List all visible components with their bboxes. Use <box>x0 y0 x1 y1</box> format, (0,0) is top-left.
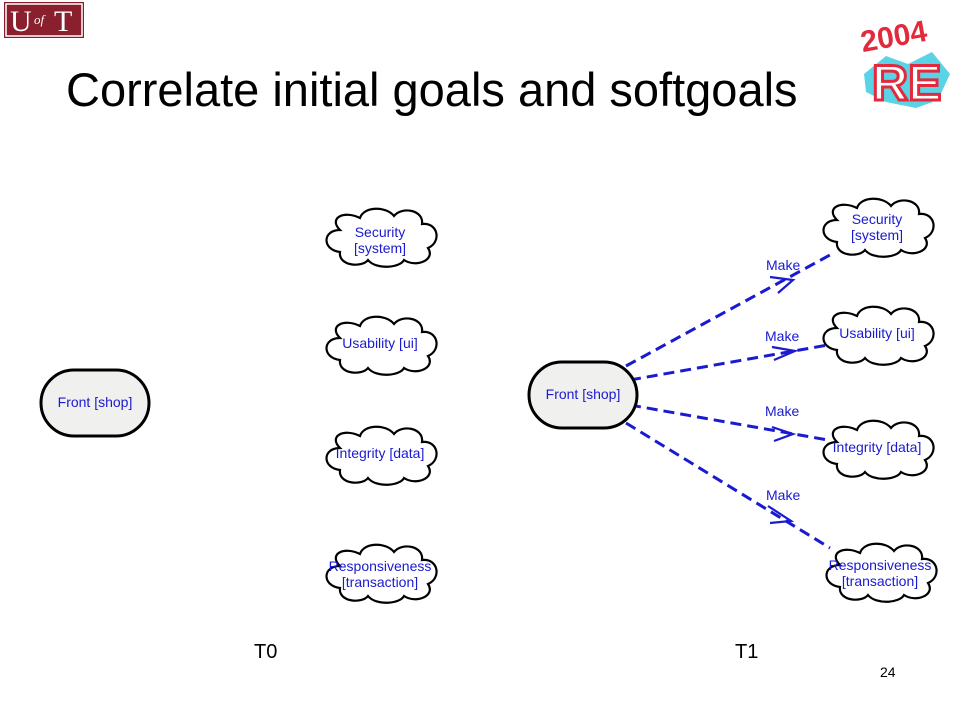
softgoal-sublabel: [transaction] <box>342 574 418 590</box>
softgoal-label: Security <box>852 211 903 227</box>
softgoal-security-t1: Security [system] <box>822 197 935 258</box>
arrowhead-icon <box>767 505 795 525</box>
contribution-label: Make <box>766 257 800 273</box>
panel-t1: Make Make Make Make Front [shop] Securit… <box>527 197 938 603</box>
softgoal-label: Integrity [data] <box>336 445 425 461</box>
contribution-link-responsiveness <box>625 421 831 550</box>
arrowhead-icon <box>771 425 797 443</box>
panel-label-t1: T1 <box>735 641 759 663</box>
softgoal-integrity-t1: Integrity [data] <box>822 419 935 480</box>
uoft-logo-u: U <box>10 5 32 38</box>
contribution-link-security <box>625 253 831 368</box>
arrowhead-icon <box>769 275 796 294</box>
contribution-label: Make <box>765 403 799 419</box>
softgoal-usability-t1: Usability [ui] <box>822 305 935 366</box>
page-number: 24 <box>880 664 896 680</box>
softgoal-responsiveness-t0: Responsiveness [transaction] <box>325 543 438 604</box>
re-2004-logo: 2004 RE <box>858 15 950 113</box>
softgoal-security-t0: Security [system] <box>325 207 438 268</box>
softgoal-label: Integrity [data] <box>833 439 922 455</box>
softgoal-label: Security <box>355 224 406 240</box>
contribution-link-usability <box>629 343 829 382</box>
arrowhead-icon <box>771 345 799 362</box>
uoft-logo: U of T <box>4 2 84 38</box>
softgoal-sublabel: [transaction] <box>842 573 918 589</box>
goal-node-t0: Front [shop] <box>39 368 151 438</box>
panel-label-t0: T0 <box>254 641 278 663</box>
panel-t0: Front [shop] Security [system] Usability… <box>39 207 438 604</box>
goal-node-t1: Front [shop] <box>527 360 639 430</box>
softgoal-responsiveness-t1: Responsiveness [transaction] <box>825 542 938 603</box>
softgoal-sublabel: [system] <box>354 240 406 256</box>
softgoal-usability-t0: Usability [ui] <box>325 315 438 376</box>
re-logo-splash <box>864 52 950 108</box>
re-logo-letters: RE <box>872 55 941 111</box>
goal-label: Front [shop] <box>546 386 621 402</box>
uoft-logo-background <box>4 2 84 38</box>
softgoal-label: Usability [ui] <box>839 325 914 341</box>
slide-title: Correlate initial goals and softgoals <box>66 63 798 116</box>
uoft-logo-of: of <box>34 12 47 27</box>
softgoal-label: Responsiveness <box>829 557 932 573</box>
uoft-logo-t: T <box>54 5 72 38</box>
goal-label: Front [shop] <box>58 394 133 410</box>
softgoal-label: Responsiveness <box>329 558 432 574</box>
softgoal-integrity-t0: Integrity [data] <box>325 425 438 486</box>
softgoal-sublabel: [system] <box>851 227 903 243</box>
softgoal-label: Usability [ui] <box>342 335 417 351</box>
contribution-label: Make <box>766 487 800 503</box>
contribution-label: Make <box>765 328 799 344</box>
